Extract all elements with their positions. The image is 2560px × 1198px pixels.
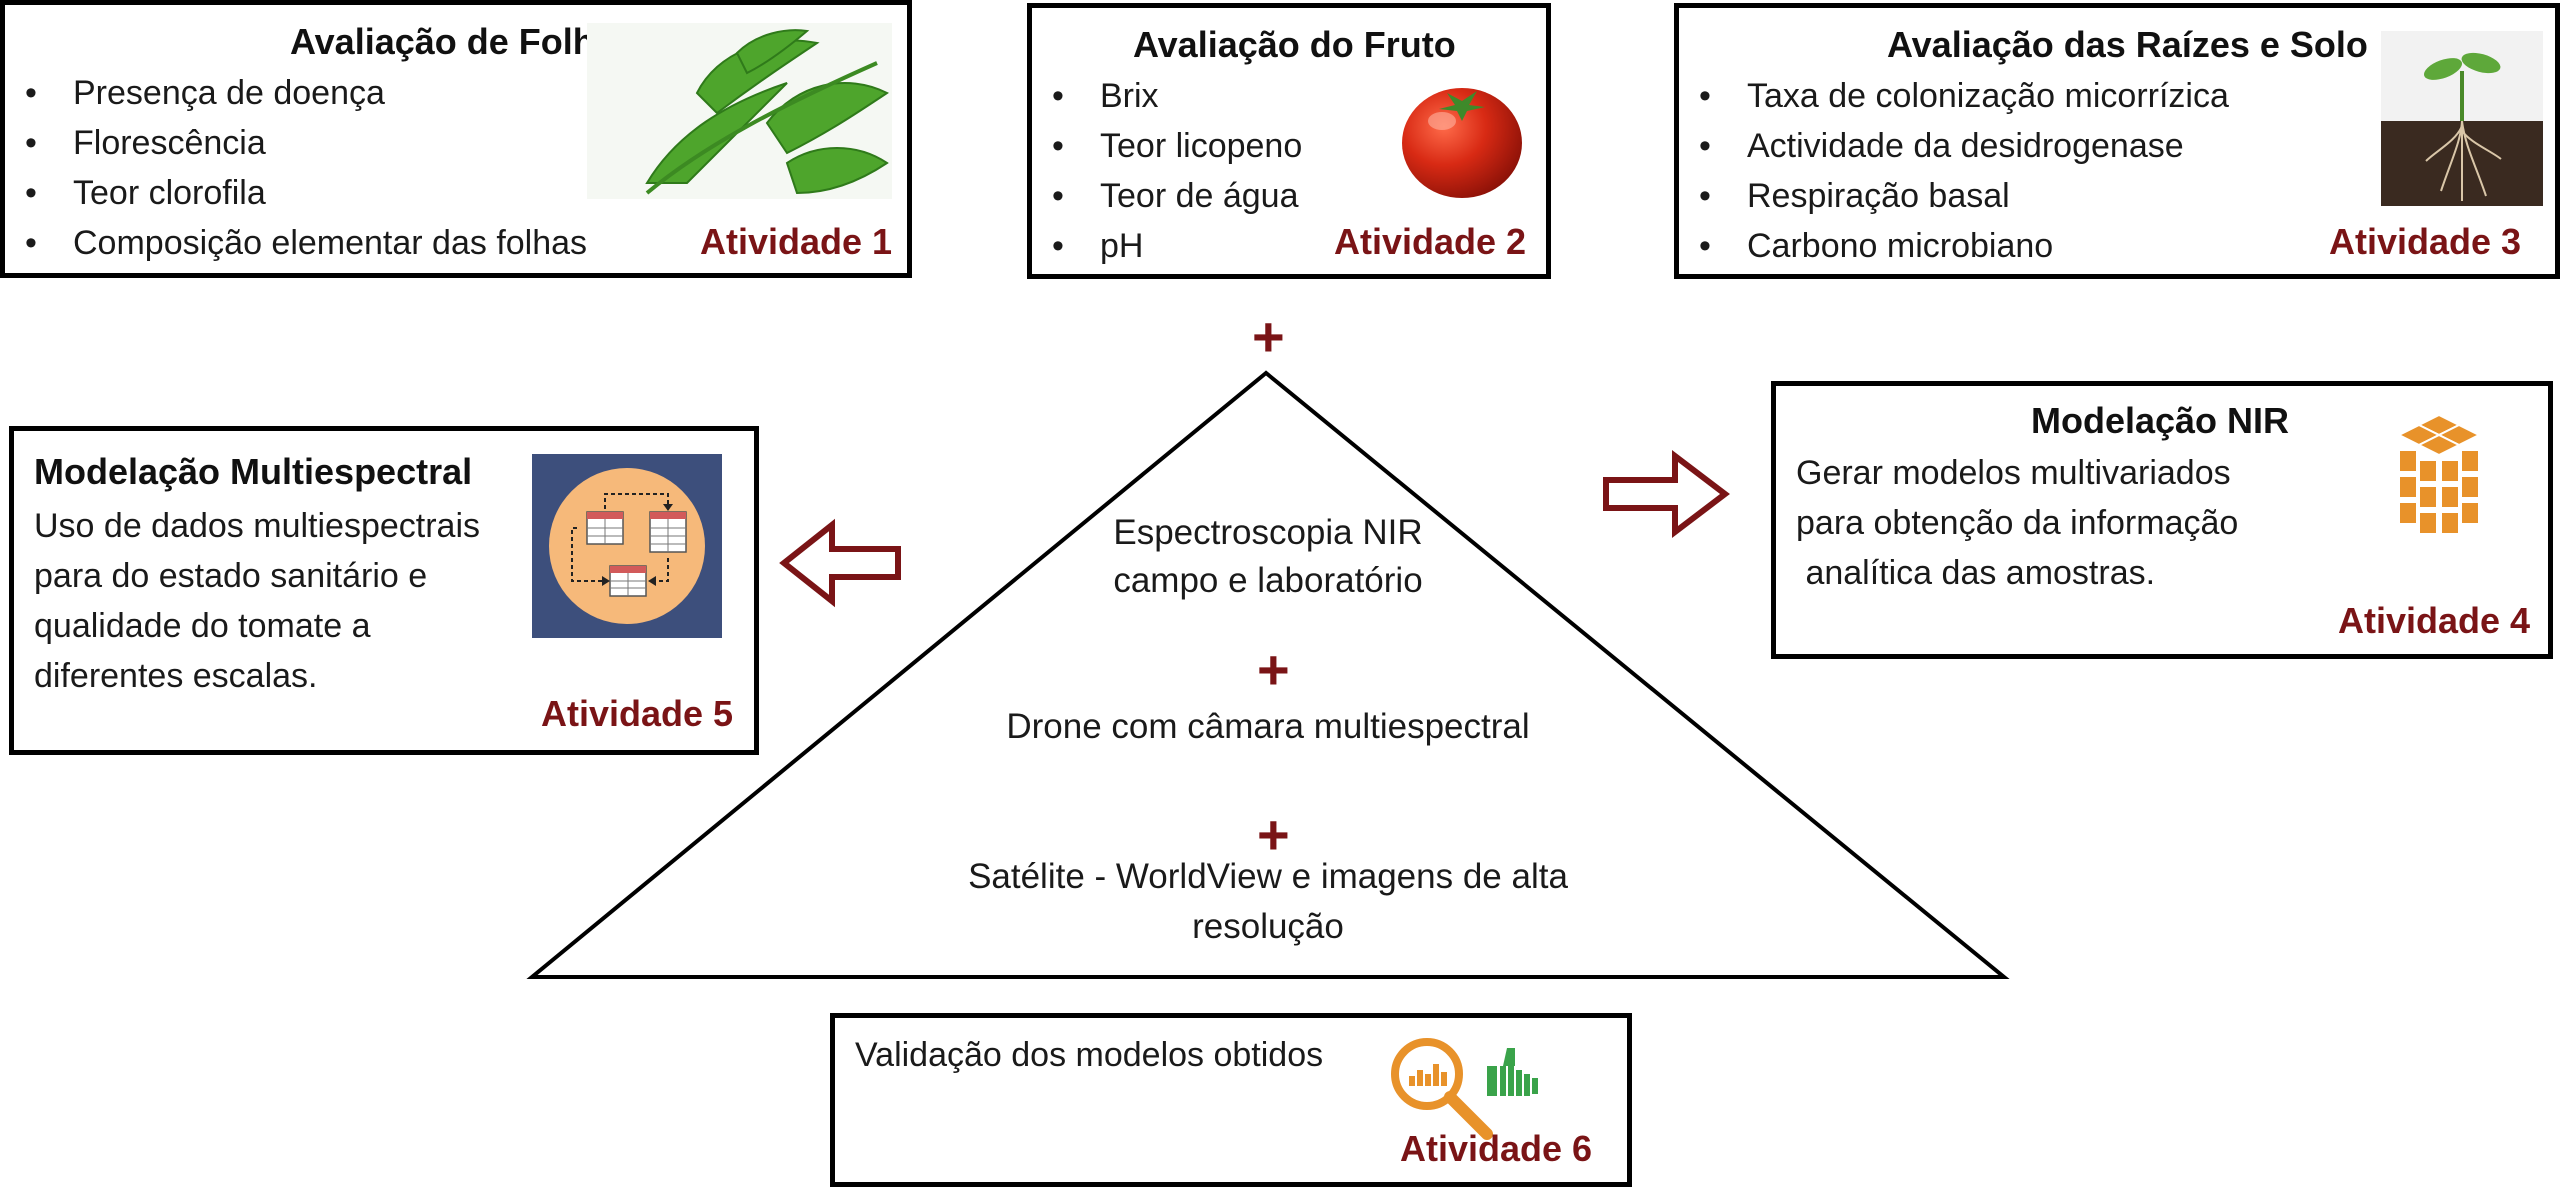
list-item: •Florescência <box>25 124 266 162</box>
activity-1-label: Atividade 1 <box>700 221 893 262</box>
arrow-right-icon <box>1603 449 1730 539</box>
triangle-top-plus: + <box>1252 305 1285 368</box>
nir-description-line-3: analítica das amostras. <box>1796 554 2156 592</box>
multispectral-line-1: Uso de dados multiespectrais <box>34 507 481 545</box>
list-item: •Respiração basal <box>1699 177 2010 215</box>
roots-box-title: Avaliação das Raízes e Solo <box>1887 24 2368 65</box>
triangle-line-nir: Espectroscopia NIR <box>1113 513 1423 552</box>
list-item: •Teor clorofila <box>25 174 266 212</box>
nir-description-line-1: Gerar modelos multivariados <box>1796 454 2231 492</box>
leaf-box-title: Avaliação de Folhas <box>290 21 635 62</box>
list-item: •Teor de água <box>1052 177 1299 215</box>
multispectral-modelling-box: Modelação Multiespectral Uso de dados mu… <box>9 426 759 755</box>
leaf-items-list: •Presença de doença •Florescência •Teor … <box>5 68 587 268</box>
activity-2-label: Atividade 2 <box>1334 221 1527 262</box>
list-item: •Composição elementar das folhas <box>25 224 588 262</box>
activity-4-label: Atividade 4 <box>2338 600 2531 641</box>
multispectral-line-4: diferentes escalas. <box>34 657 318 695</box>
list-item: •Teor licopeno <box>1052 127 1303 165</box>
nir-modelling-box: Modelação NIR Gerar modelos multivariado… <box>1771 381 2553 659</box>
validation-box: Validação dos modelos obtidos Atividade … <box>830 1013 1632 1187</box>
roots-items-list: •Taxa de colonização micorrízica •Activi… <box>1679 71 2229 271</box>
triangle-plus-1: + <box>1257 638 1290 701</box>
list-item: •Actividade da desidrogenase <box>1699 127 2184 165</box>
nir-box-title: Modelação NIR <box>2031 400 2290 441</box>
list-item: •Presença de doença <box>25 74 385 112</box>
tomato-leaf-image <box>587 23 892 199</box>
triangle-plus-2: + <box>1257 803 1290 866</box>
fruit-items-list: •Brix •Teor licopeno •Teor de água •pH <box>1032 71 1302 271</box>
cube-grid-icon <box>2396 413 2482 535</box>
thumbs-up-icon <box>1487 1048 1538 1096</box>
triangle-line-resolution: resolução <box>1192 907 1344 946</box>
activity-3-label: Atividade 3 <box>2329 221 2522 262</box>
seedling-soil-image <box>2381 31 2543 206</box>
list-item: •Taxa de colonização micorrízica <box>1699 77 2229 115</box>
roots-soil-evaluation-box: Avaliação das Raízes e Solo •Taxa de col… <box>1674 3 2560 279</box>
fruit-evaluation-box: Avaliação do Fruto •Brix •Teor licopeno … <box>1027 3 1551 279</box>
triangle-line-field-lab: campo e laboratório <box>1113 561 1423 600</box>
multispectral-line-3: qualidade do tomate a <box>34 607 371 645</box>
fruit-box-title: Avaliação do Fruto <box>1133 24 1456 65</box>
activity-6-label: Atividade 6 <box>1400 1128 1593 1169</box>
data-tables-icon <box>532 454 722 638</box>
list-item: •Brix <box>1052 77 1159 115</box>
activity-5-label: Atividade 5 <box>541 693 734 734</box>
multispectral-box-title: Modelação Multiespectral <box>34 451 473 492</box>
triangle-line-drone: Drone com câmara multiespectral <box>1006 707 1530 746</box>
nir-description-line-2: para obtenção da informação <box>1796 504 2239 542</box>
triangle-line-satellite: Satélite - WorldView e imagens de alta <box>968 857 1568 896</box>
multispectral-line-2: para do estado sanitário e <box>34 557 428 595</box>
magnifier-chart-icon <box>1391 1038 1493 1140</box>
list-item: •pH <box>1052 227 1144 265</box>
validation-text: Validação dos modelos obtidos <box>855 1036 1324 1074</box>
tomato-image <box>1402 88 1522 198</box>
leaf-evaluation-box: Avaliação de Folhas •Presença de doença … <box>0 0 912 278</box>
list-item: •Carbono microbiano <box>1699 227 2054 265</box>
arrow-left-icon <box>779 518 901 608</box>
